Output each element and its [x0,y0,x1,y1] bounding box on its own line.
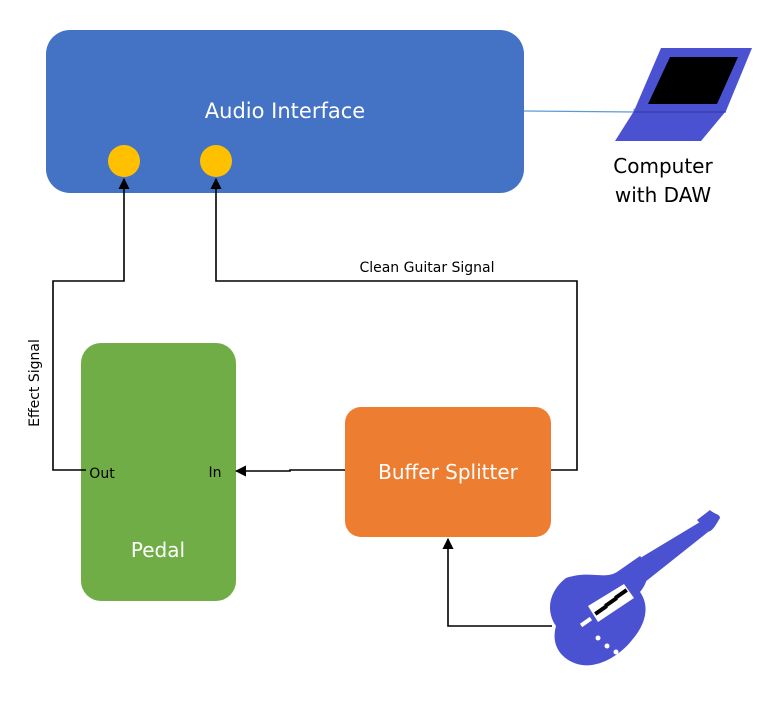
buffer-splitter-box [345,407,551,537]
buffer-splitter-label: Buffer Splitter [378,460,519,484]
effect-signal-label: Effect Signal [27,339,43,427]
pedal-in-label: In [208,465,221,481]
clean-input-jack [200,145,232,177]
pedal-box [81,343,236,601]
pedal-out-label: Out [89,466,115,482]
computer-label-line1: Computer [613,154,713,178]
effect-input-jack [108,145,140,177]
laptop-icon [615,48,752,141]
guitar-to-splitter-connector [442,537,552,627]
splitter-to-pedal-connector [234,465,345,477]
computer-label-line2: with DAW [615,183,711,207]
pedal-label: Pedal [131,538,185,562]
electric-guitar-icon [550,503,720,666]
usb-connection-line [523,108,641,116]
clean-signal-connector [210,177,578,471]
audio-interface-box [46,30,524,193]
audio-interface-label: Audio Interface [205,99,365,123]
effect-signal-connector [52,177,130,471]
clean-signal-label: Clean Guitar Signal [359,260,494,276]
